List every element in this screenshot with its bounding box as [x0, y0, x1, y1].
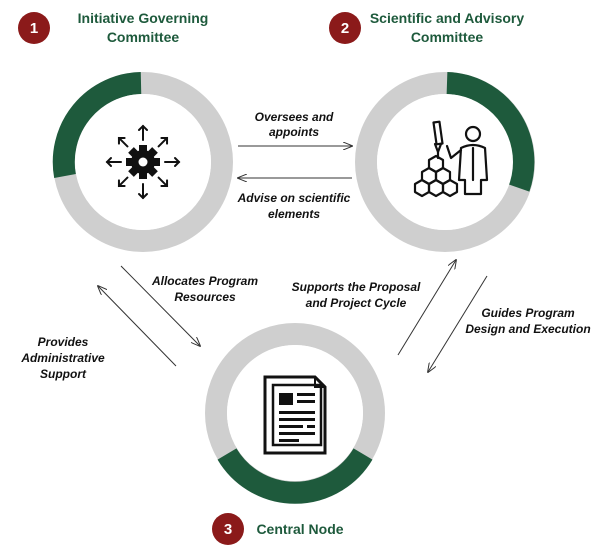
node-2-title-line2: Committee: [411, 29, 484, 45]
edge-3-to-1-label-line2: Administrative: [20, 351, 105, 365]
edge-1-to-3: Allocates Program Resources: [120, 265, 258, 346]
node-2-number: 2: [341, 20, 349, 37]
edge-2-to-3: Guides Program Design and Execution: [428, 275, 591, 372]
edge-3-to-2-label-line2: and Project Cycle: [306, 296, 407, 310]
edge-2-to-3-label-line2: Design and Execution: [465, 322, 590, 336]
node-1-badge: [18, 12, 50, 44]
node-1: 1 Initiative Governing Committee: [18, 10, 233, 252]
edge-1-to-2-label-line2: appoints: [269, 125, 319, 139]
edge-1-to-2: Oversees and appoints: [238, 110, 352, 146]
edge-2-to-1-label-line2: elements: [268, 207, 320, 221]
node-1-number: 1: [30, 20, 38, 37]
node-2-title-line1: Scientific and Advisory: [370, 10, 525, 26]
node-2: 2 Scientific and Advisory Committee: [329, 10, 535, 252]
edge-1-to-3-label-line2: Resources: [174, 290, 236, 304]
gear-with-arrows-icon: [105, 124, 181, 200]
node-3-title: Central Node: [256, 521, 343, 537]
edge-3-to-1-label-line3: Support: [40, 367, 87, 381]
edge-3-to-2: Supports the Proposal and Project Cycle: [292, 260, 456, 356]
edge-2-to-1-label-line1: Advise on scientific: [237, 191, 351, 205]
edge-3-to-2-label-line1: Supports the Proposal: [292, 280, 421, 294]
node-1-title-line1: Initiative Governing: [78, 10, 209, 26]
edge-1-to-2-label-line1: Oversees and: [255, 110, 334, 124]
document-icon: [263, 375, 327, 455]
node-2-badge: [329, 12, 361, 44]
node-1-title-line2: Committee: [107, 29, 180, 45]
edge-3-to-1: Provides Administrative Support: [20, 286, 177, 381]
edge-2-to-1: Advise on scientific elements: [237, 178, 352, 221]
edge-3-to-1-label-line1: Provides: [38, 335, 89, 349]
edge-2-to-3-label-line1: Guides Program: [481, 306, 575, 320]
node-3: 3 Central Node: [205, 323, 385, 545]
node-3-number: 3: [224, 521, 232, 538]
node-3-badge: [212, 513, 244, 545]
node-2-ring: [355, 72, 535, 252]
scientist-with-molecules-icon: [413, 120, 489, 198]
edge-1-to-3-label-line1: Allocates Program: [151, 274, 258, 288]
